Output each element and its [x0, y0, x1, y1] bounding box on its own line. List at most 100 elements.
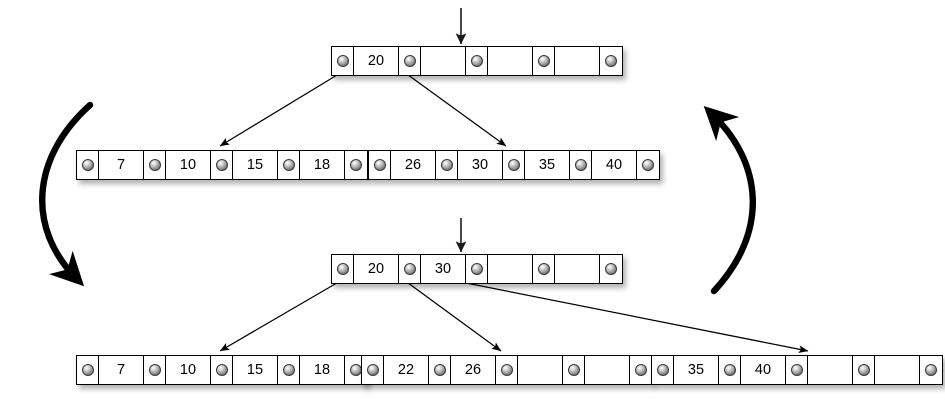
- pointer-cell: [637, 151, 659, 179]
- pointer-cell: [920, 356, 942, 384]
- pointer-cell: [362, 356, 384, 384]
- key-value: 15: [246, 156, 264, 173]
- pointer-dot-icon: [148, 364, 161, 376]
- key-cell: 7: [99, 151, 144, 179]
- pointer-dot-icon: [507, 159, 520, 171]
- key-cell: 26: [391, 151, 436, 179]
- pointer-dot-icon: [148, 159, 161, 171]
- leaf-node-after-middle: 22 26: [361, 355, 653, 385]
- pointer-cell: [570, 151, 592, 179]
- key-cell-empty: [488, 255, 533, 283]
- pointer-dot-icon: [350, 159, 362, 171]
- leaf-node-after-right: 35 40: [651, 355, 943, 385]
- pointer-cell: [399, 255, 421, 283]
- pointer-dot-icon: [373, 159, 386, 171]
- pointer-cell: [853, 356, 875, 384]
- pointer-cell: [600, 255, 622, 283]
- key-cell-empty: [808, 356, 853, 384]
- key-cell: 30: [458, 151, 503, 179]
- key-cell-empty: [421, 47, 466, 75]
- key-cell: 18: [300, 151, 345, 179]
- key-value: 20: [367, 52, 385, 69]
- pointer-dot-icon: [336, 263, 349, 275]
- pointer-dot-icon: [282, 364, 295, 376]
- pointer-cell: [652, 356, 674, 384]
- key-value: 26: [404, 156, 422, 173]
- pointer-dot-icon: [282, 159, 295, 171]
- key-cell: 40: [741, 356, 786, 384]
- pointer-dot-icon: [857, 364, 870, 376]
- key-cell: 35: [674, 356, 719, 384]
- key-cell: 18: [300, 356, 345, 384]
- key-value: 20: [367, 260, 385, 277]
- leaf-node-before-right: 26 30 35 40: [368, 150, 660, 180]
- pointer-cell: [369, 151, 391, 179]
- key-value: 30: [471, 156, 489, 173]
- key-cell: 20: [354, 255, 399, 283]
- pointer-cell: [144, 356, 166, 384]
- child-link-root-to-left-leaf: [219, 71, 343, 147]
- pointer-dot-icon: [215, 159, 228, 171]
- key-cell: 7: [99, 356, 144, 384]
- root-node-before: 20: [331, 46, 623, 76]
- pointer-dot-icon: [215, 364, 228, 376]
- pointer-dot-icon: [366, 364, 379, 376]
- key-value: 26: [464, 361, 482, 378]
- key-cell: 20: [354, 47, 399, 75]
- key-cell: 30: [421, 255, 466, 283]
- pointer-cell: [436, 151, 458, 179]
- pointer-cell: [466, 255, 488, 283]
- pointer-cell: [332, 255, 354, 283]
- pointer-dot-icon: [723, 364, 736, 376]
- pointer-cell: [503, 151, 525, 179]
- key-cell-empty: [488, 47, 533, 75]
- key-value: 18: [313, 361, 331, 378]
- pointer-cell: [533, 255, 555, 283]
- key-cell: 40: [592, 151, 637, 179]
- key-value: 15: [246, 361, 264, 378]
- pointer-cell: [345, 151, 367, 179]
- pointer-cell: [630, 356, 652, 384]
- key-cell: 26: [451, 356, 496, 384]
- key-cell: 15: [233, 151, 278, 179]
- pointer-cell: [77, 151, 99, 179]
- key-value: 22: [397, 361, 415, 378]
- pointer-cell: [399, 47, 421, 75]
- pointer-cell: [278, 151, 300, 179]
- pointer-cell: [429, 356, 451, 384]
- pointer-cell: [563, 356, 585, 384]
- pointer-dot-icon: [656, 364, 669, 376]
- pointer-dot-icon: [336, 55, 349, 67]
- key-value: 40: [605, 156, 623, 173]
- pointer-dot-icon: [605, 55, 617, 67]
- leaf-node-after-left: 7 10 15 18: [76, 355, 368, 385]
- pointer-dot-icon: [500, 364, 513, 376]
- transform-arrow-left: [39, 101, 94, 287]
- pointer-cell: [600, 47, 622, 75]
- pointer-dot-icon: [574, 159, 587, 171]
- pointer-dot-icon: [403, 55, 416, 67]
- key-cell: 35: [525, 151, 570, 179]
- pointer-dot-icon: [440, 159, 453, 171]
- key-value: 35: [687, 361, 705, 378]
- key-cell-empty: [585, 356, 630, 384]
- pointer-dot-icon: [81, 364, 94, 376]
- pointer-cell: [211, 151, 233, 179]
- key-value: 35: [538, 156, 556, 173]
- child-link-root-after-to-left-leaf: [219, 279, 343, 352]
- pointer-cell: [144, 151, 166, 179]
- pointer-dot-icon: [605, 263, 617, 275]
- pointer-cell: [496, 356, 518, 384]
- pointer-cell: [278, 356, 300, 384]
- pointer-dot-icon: [635, 364, 647, 376]
- transform-arrow-right: [703, 106, 756, 295]
- pointer-cell: [533, 47, 555, 75]
- child-link-root-to-right-leaf: [403, 71, 507, 147]
- key-cell-empty: [518, 356, 563, 384]
- pointer-dot-icon: [470, 55, 483, 67]
- key-cell-empty: [555, 47, 600, 75]
- pointer-dot-icon: [790, 364, 803, 376]
- key-cell: 10: [166, 356, 211, 384]
